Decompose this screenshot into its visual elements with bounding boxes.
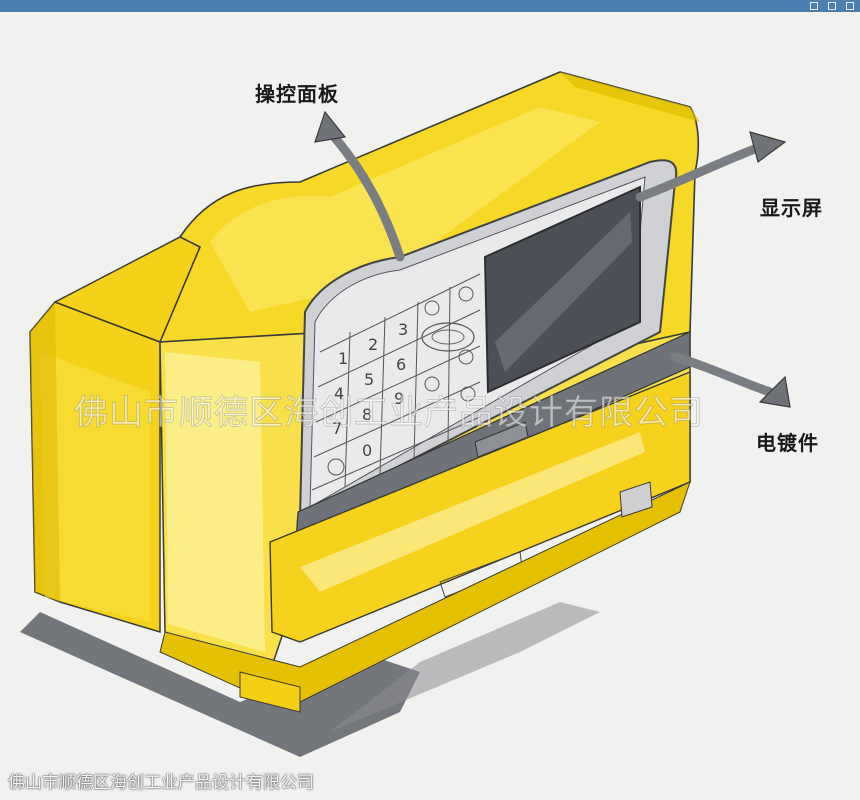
arrowhead-plating — [758, 375, 791, 408]
sketch-canvas: 1 2 3 4 5 6 7 8 9 0 — [0, 12, 860, 796]
key-5: 5 — [364, 370, 374, 389]
arrowhead-display — [749, 131, 787, 164]
key-8: 8 — [362, 405, 372, 424]
arrow-display — [635, 142, 765, 202]
key-1: 1 — [338, 349, 348, 368]
key-0: 0 — [362, 441, 372, 460]
arrow-control-panel — [325, 127, 405, 262]
arrow-plating — [670, 352, 775, 397]
keypad-digits: 1 2 3 4 5 6 7 8 9 0 — [332, 320, 408, 460]
key-3: 3 — [398, 320, 408, 339]
key-7: 7 — [332, 419, 342, 438]
keypad-grid — [311, 273, 481, 491]
close-icon[interactable] — [846, 2, 854, 10]
key-6: 6 — [396, 355, 406, 374]
callout-arrows — [325, 127, 775, 397]
label-control-panel: 操控面板 — [255, 82, 339, 106]
caption: 佛山市顺德区海创工业产品设计有限公司 — [8, 773, 314, 793]
key-2: 2 — [368, 335, 378, 354]
key-4: 4 — [334, 384, 344, 403]
restore-icon[interactable] — [828, 2, 836, 10]
key-9: 9 — [394, 389, 404, 408]
watermark: 佛山市顺德区海创工业产品设计有限公司 — [74, 393, 704, 434]
floor-shadow — [20, 612, 420, 757]
product-sketch: 1 2 3 4 5 6 7 8 9 0 — [20, 71, 791, 757]
window-title-bar — [0, 0, 860, 12]
label-display: 显示屏 — [760, 196, 823, 220]
window-controls — [810, 0, 854, 12]
arrowhead-control-panel — [314, 110, 347, 143]
minimize-icon[interactable] — [810, 2, 818, 10]
label-plating: 电镀件 — [756, 431, 819, 455]
